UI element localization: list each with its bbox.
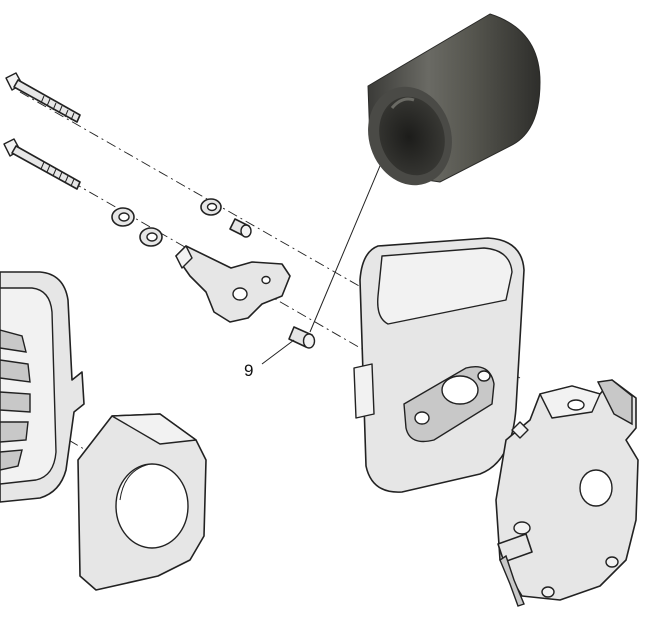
- washer: [200, 198, 222, 216]
- callout-leader-line: [261, 339, 295, 365]
- washer: [139, 227, 163, 247]
- callout-9: 9: [244, 339, 295, 380]
- washer: [111, 207, 135, 227]
- detail-leader-line: [309, 153, 386, 333]
- spacer-detail-photo: [367, 13, 541, 186]
- carburetor: [495, 379, 639, 607]
- filter-element: [77, 413, 207, 591]
- bracket: [175, 245, 291, 323]
- screw-upper: [5, 72, 81, 123]
- spacer: [288, 326, 316, 349]
- screw-lower: [3, 138, 81, 190]
- callout-label: 9: [244, 361, 253, 380]
- air-filter-cover-left: [0, 271, 85, 503]
- air-filter-body: [353, 237, 525, 493]
- spacer: [229, 218, 252, 238]
- cover-grille: [0, 329, 31, 471]
